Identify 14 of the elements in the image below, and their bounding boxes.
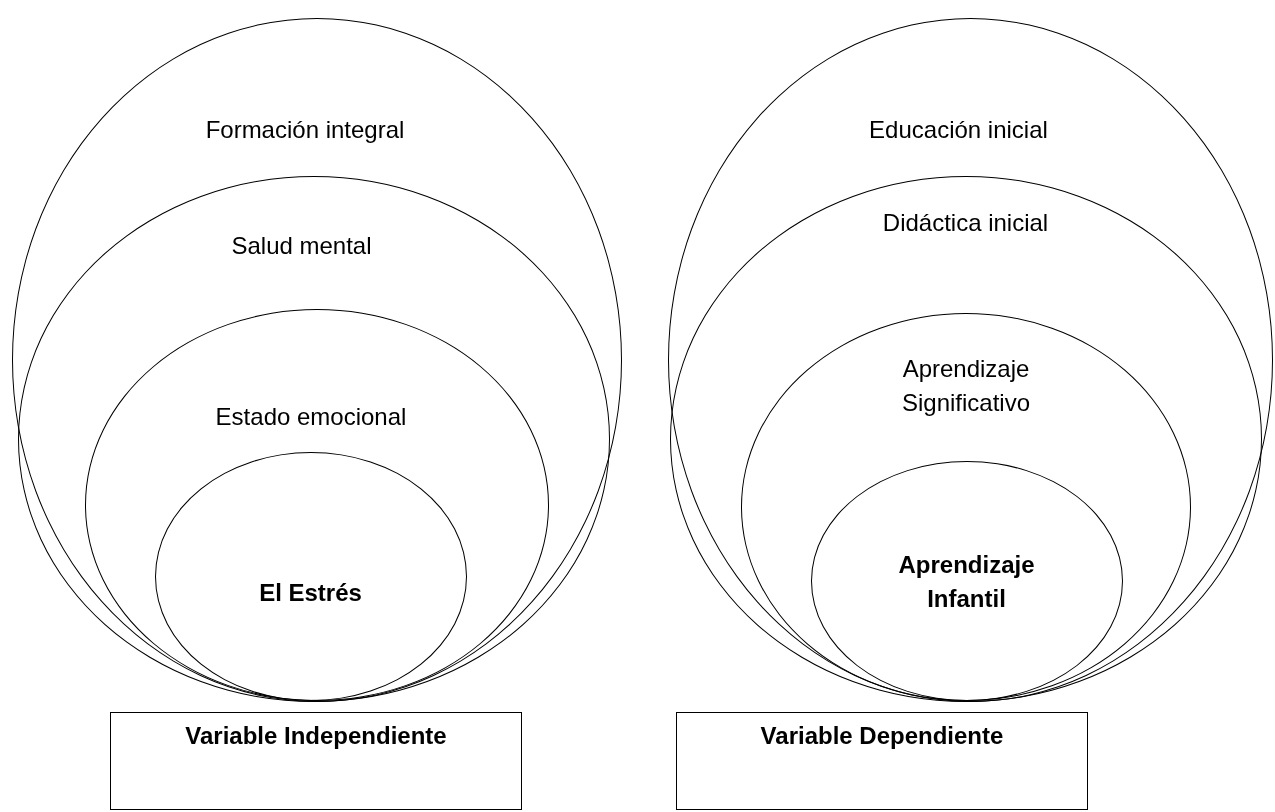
ellipse-label: Aprendizaje Significativo — [900, 354, 1032, 418]
ellipse-label: Didáctica inicial — [882, 207, 1049, 238]
ellipse-label: Salud mental — [231, 230, 372, 261]
nested-ellipse — [741, 313, 1191, 701]
ellipse-label: Estado emocional — [215, 402, 407, 432]
ellipse-label: El Estrés — [259, 577, 362, 608]
ellipse-label: Aprendizaje Infantil — [897, 549, 1036, 614]
variable-label: Variable Independiente — [185, 721, 447, 751]
ellipse-label: Educación inicial — [869, 115, 1048, 145]
variable-box — [110, 712, 522, 810]
variable-box — [676, 712, 1088, 810]
nested-ellipse — [154, 451, 467, 701]
variable-label: Variable Dependiente — [760, 721, 1004, 751]
ellipse-label: Formación integral — [205, 115, 405, 145]
